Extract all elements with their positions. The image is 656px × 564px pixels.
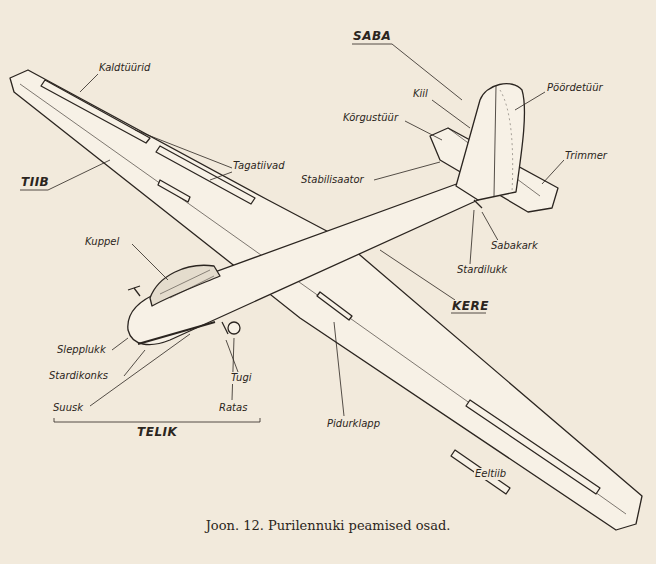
- group-label: TELIK: [136, 426, 178, 438]
- part-label: Kaldtüürid: [98, 62, 151, 74]
- fin: [456, 84, 524, 200]
- aileron: [466, 400, 600, 494]
- group-label: KERE: [451, 300, 490, 312]
- airbrake: [317, 292, 352, 320]
- wing-spar-line: [20, 84, 626, 514]
- part-label: Stabilisaator: [300, 174, 365, 186]
- part-label: Kiil: [412, 88, 429, 100]
- airbrake: [158, 180, 190, 202]
- slat: [451, 450, 510, 494]
- leader-lines: [20, 44, 564, 478]
- part-label: Kuppel: [84, 236, 120, 248]
- part-label: Stardikonks: [48, 370, 109, 382]
- part-label: Slepplukk: [56, 344, 107, 356]
- part-label: Pidurklapp: [326, 418, 381, 430]
- figure-caption: Joon. 12. Purilennuki peamised osad.: [0, 518, 656, 533]
- wing: [10, 70, 642, 530]
- canopy: [150, 265, 220, 306]
- wheel: [228, 322, 240, 334]
- part-label: Stardilukk: [456, 264, 508, 276]
- part-label: Trimmer: [564, 150, 608, 162]
- part-label: Kõrgustüür: [342, 112, 399, 124]
- aileron: [41, 80, 150, 143]
- part-label: Tugi: [230, 372, 253, 384]
- part-label: Sabakark: [490, 240, 539, 252]
- group-label: TIIB: [20, 176, 50, 188]
- part-label: Tagatiivad: [232, 160, 286, 172]
- part-label: Suusk: [52, 402, 84, 414]
- part-label: Ratas: [218, 402, 248, 414]
- flap: [156, 146, 255, 204]
- part-label: Pöördetüür: [546, 82, 604, 94]
- fuselage: [128, 182, 478, 345]
- group-label: SABA: [352, 30, 392, 42]
- part-label: Eeltiib: [474, 468, 507, 480]
